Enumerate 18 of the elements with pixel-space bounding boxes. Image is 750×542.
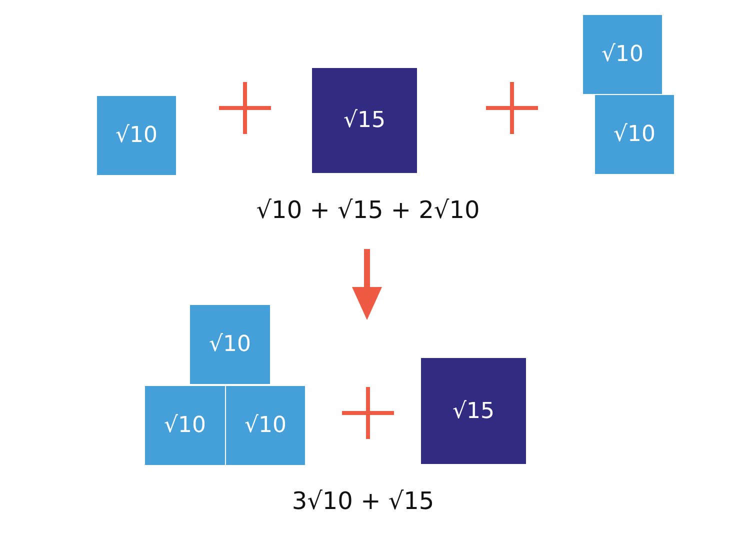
- tile-label: √10: [208, 332, 251, 357]
- square-tile: [97, 96, 176, 175]
- tile-label: √10: [164, 413, 206, 438]
- square-tile: [583, 15, 662, 94]
- tile-label: √15: [452, 398, 494, 424]
- square-tile: [145, 386, 225, 465]
- square-tile: [226, 386, 305, 465]
- tile-label: √10: [613, 122, 656, 147]
- square-tile: [595, 95, 674, 174]
- expression-text: √10 + √15 + 2√10: [256, 196, 480, 224]
- tile-label: √10: [601, 42, 644, 67]
- tile-label: √10: [244, 413, 286, 438]
- square-tile: [421, 358, 526, 464]
- tile-label: √15: [343, 108, 386, 133]
- tile-label: √10: [115, 123, 158, 148]
- square-tile: [312, 68, 417, 173]
- square-tile: [190, 305, 270, 384]
- expression-text: 3√10 + √15: [292, 487, 434, 515]
